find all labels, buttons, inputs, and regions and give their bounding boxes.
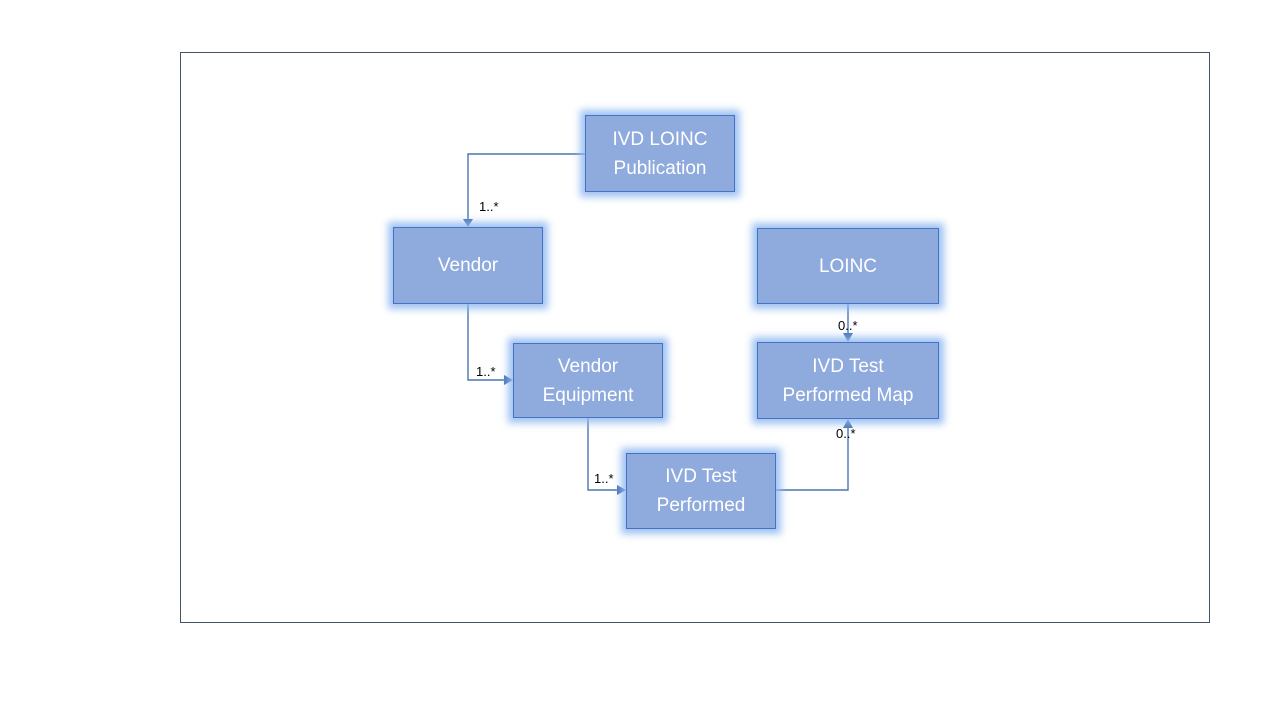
node-label: IVD Test Performed Map: [782, 355, 914, 406]
cardinality-label-vendor-equipment: 1..*: [476, 364, 496, 379]
cardinality-label-publication-vendor: 1..*: [479, 199, 499, 214]
node-label: Vendor Equipment: [542, 355, 634, 406]
node-label: IVD LOINC Publication: [612, 128, 708, 179]
node-ivd-test-performed: IVD Test Performed: [626, 453, 776, 529]
diagram-frame: [180, 52, 1210, 623]
node-label: Vendor: [437, 255, 499, 276]
node-vendor-equipment: Vendor Equipment: [513, 343, 663, 418]
cardinality-label-test-map: 0..*: [836, 426, 856, 441]
cardinality-label-loinc-map: 0..*: [838, 318, 858, 333]
node-ivd-test-performed-map: IVD Test Performed Map: [757, 342, 939, 419]
node-label: IVD Test Performed: [656, 466, 746, 516]
node-label: LOINC: [818, 255, 878, 277]
cardinality-label-equipment-test: 1..*: [594, 471, 614, 486]
node-loinc: LOINC: [757, 228, 939, 304]
node-vendor: Vendor: [393, 227, 543, 304]
node-ivd-loinc-publication: IVD LOINC Publication: [585, 115, 735, 192]
